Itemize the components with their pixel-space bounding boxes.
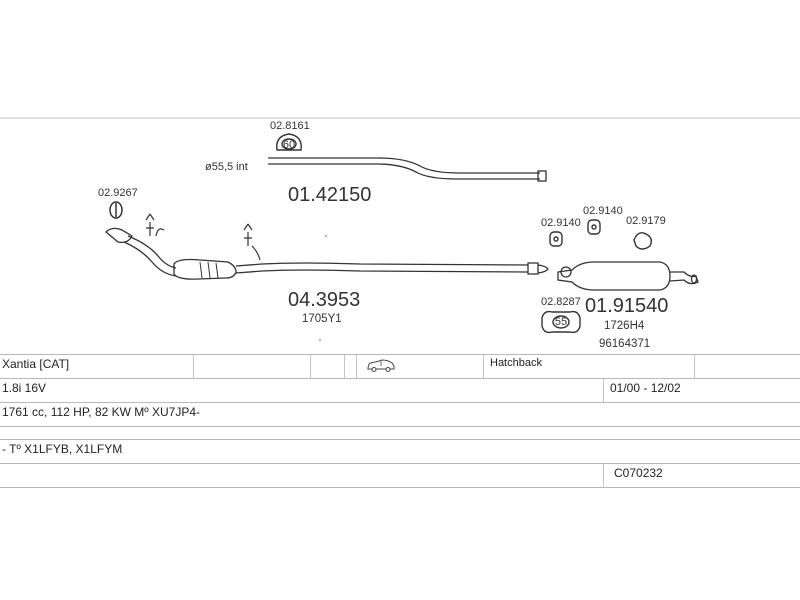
table-row-code: C070232 (0, 464, 800, 488)
rear-silencer-sub1: 1726H4 (604, 320, 645, 332)
col-divider (344, 355, 345, 378)
table-row-types: - Tº X1LFYB, X1LFYM (0, 440, 800, 464)
engine-cell: 1.8i 16V (2, 381, 47, 395)
clamp-top-label: 02.8161 (270, 120, 310, 132)
hanger-left-label: 02.9267 (98, 187, 138, 199)
code-cell: C070232 (614, 466, 663, 480)
rubber-3-label: 02.9179 (626, 215, 666, 227)
clamp-bottom-badge: 55 (555, 316, 567, 328)
col-divider (603, 379, 604, 402)
model-cell: Xantia [CAT] (2, 357, 70, 371)
col-divider (310, 355, 311, 378)
col-divider (356, 355, 357, 378)
clamp-top-badge: 60 (283, 139, 295, 151)
table-row-model: Xantia [CAT] Hatchback (0, 355, 800, 379)
types-cell: - Tº X1LFYB, X1LFYM (2, 442, 123, 456)
rubber-2-label: 02.9140 (583, 205, 623, 217)
rear-silencer-label: 01.91540 (585, 295, 668, 317)
body-cell: Hatchback (490, 357, 542, 369)
catalyst-pipe-part[interactable] (105, 227, 549, 280)
table-row-engine: 1.8i 16V 01/00 - 12/02 (0, 379, 800, 403)
rear-silencer-part[interactable] (557, 261, 699, 291)
col-divider (193, 355, 194, 378)
hanger-left-icon[interactable] (109, 201, 123, 219)
col-divider (603, 464, 604, 487)
hanger-mount-icon[interactable] (145, 213, 261, 261)
rear-silencer-sub2: 96164371 (599, 338, 650, 350)
diameter-label: ø55,5 int (205, 161, 248, 173)
car-hatchback-icon (366, 355, 406, 378)
catalyst-label: 04.3953 (288, 289, 360, 311)
table-top-line (0, 354, 800, 355)
years-cell: 01/00 - 12/02 (610, 381, 681, 395)
spec-cell: 1761 cc, 112 HP, 82 KW Mº XU7JP4- (2, 405, 201, 419)
front-pipe-label: 01.42150 (288, 184, 371, 206)
clamp-bottom-label: 02.8287 (541, 296, 581, 308)
table-row-empty (0, 427, 800, 440)
clamp-bottom-icon[interactable] (541, 310, 581, 334)
rubber-mount-icon[interactable] (549, 219, 653, 250)
col-divider (483, 355, 484, 378)
table-row-spec: 1761 cc, 112 HP, 82 KW Mº XU7JP4- (0, 403, 800, 427)
rubber-1-label: 02.9140 (541, 217, 581, 229)
front-pipe-part[interactable] (268, 157, 547, 182)
col-divider (694, 355, 695, 378)
catalyst-sub-label: 1705Y1 (302, 313, 342, 325)
clamp-top-icon[interactable] (276, 133, 302, 151)
